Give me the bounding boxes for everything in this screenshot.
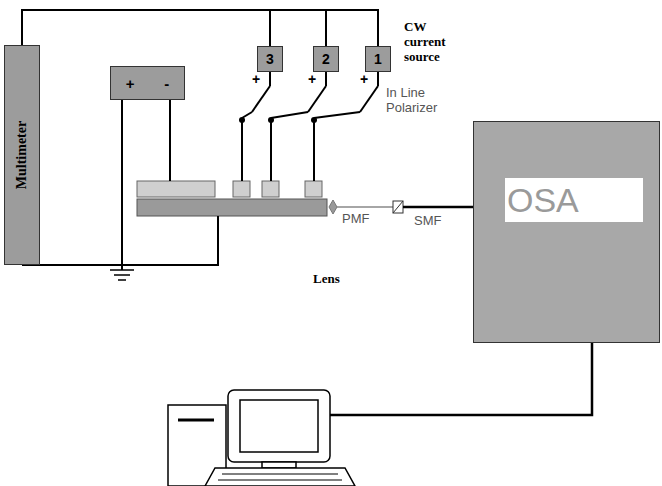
switch-symbol bbox=[242, 72, 378, 181]
switch-contact bbox=[311, 117, 317, 123]
source-title: CW current source bbox=[404, 20, 466, 65]
current-source-box: 3 bbox=[257, 46, 283, 72]
wide-pad bbox=[137, 181, 215, 197]
node-label: Multimeter bbox=[14, 121, 30, 189]
ground-symbol bbox=[110, 269, 134, 271]
wire bbox=[121, 100, 123, 270]
polarizer-label: In Line Polarizer bbox=[386, 86, 452, 116]
polarity-sign: + bbox=[252, 71, 260, 87]
computer-icon bbox=[168, 390, 355, 486]
polarity-sign: + bbox=[360, 71, 368, 87]
wire bbox=[169, 100, 171, 181]
wire-connector bbox=[22, 10, 378, 46]
node-label: 1 bbox=[374, 51, 382, 67]
sm-fiber bbox=[403, 206, 473, 209]
node-label: 3 bbox=[266, 51, 274, 67]
polarity-sign: + bbox=[308, 71, 316, 87]
current-source-box: 1 bbox=[365, 46, 391, 72]
wire-connector bbox=[22, 10, 270, 46]
wire-connector bbox=[22, 10, 326, 46]
node-label: 2 bbox=[322, 51, 330, 67]
wire bbox=[22, 216, 218, 265]
switch-contact bbox=[268, 117, 274, 123]
laser-chip bbox=[137, 199, 327, 216]
fiber-label: SMF bbox=[414, 214, 441, 229]
dc-source-box: +- bbox=[110, 66, 185, 100]
osa-box: OSA bbox=[473, 121, 660, 343]
contact-pad bbox=[262, 181, 279, 197]
polarizer-symbol bbox=[393, 201, 403, 213]
node-label: - bbox=[164, 75, 169, 92]
node-label: + bbox=[126, 75, 135, 92]
multimeter-box: Multimeter bbox=[4, 45, 40, 265]
lens-symbol bbox=[329, 200, 337, 214]
contact-pad bbox=[305, 181, 322, 197]
ground-symbol bbox=[114, 274, 130, 276]
fiber-label: PMF bbox=[342, 212, 369, 227]
switch-contact bbox=[239, 117, 245, 123]
ground-symbol bbox=[118, 279, 126, 281]
polarizer-symbol bbox=[393, 201, 403, 213]
data-cable bbox=[330, 343, 592, 415]
current-source-box: 2 bbox=[313, 46, 339, 72]
lens-label: Lens bbox=[313, 272, 340, 287]
node-label: OSA bbox=[505, 178, 643, 222]
contact-pad bbox=[233, 181, 250, 197]
pm-fiber bbox=[337, 206, 393, 208]
